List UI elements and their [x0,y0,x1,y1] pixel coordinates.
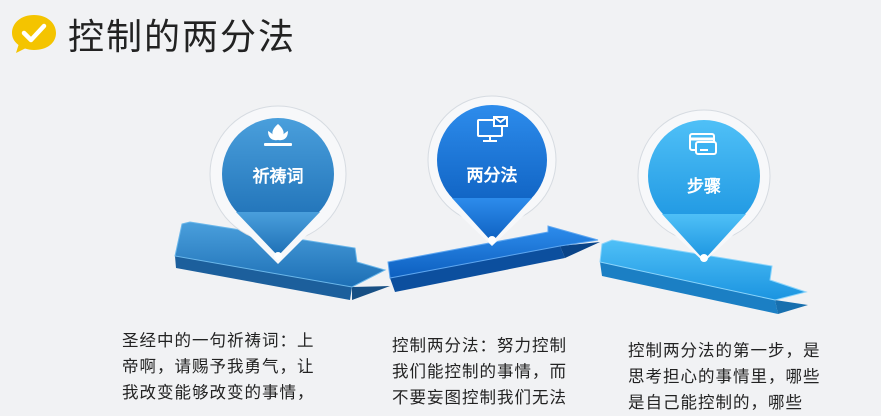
step3-description: 控制两分法的第一步，是 思考担心的事情里，哪些 是自己能控制的，哪些 [628,338,821,416]
monitor-mail-icon [477,116,508,142]
flower-icon [264,124,292,146]
step2-arrow [387,225,600,292]
card-icon [689,133,717,155]
description-line: 不要妄图控制我们无法 [392,388,567,407]
description-line: 我改变能够改变的事情， [122,383,315,402]
description-line: 思考担心的事情里，哪些 [628,367,821,386]
step3-label: 步骤 [687,176,721,197]
description-line: 我们能控制的事情，而 [392,362,567,381]
description-line: 控制两分法：努力控制 [392,336,567,355]
step3-arrow [599,239,808,314]
step1-description: 圣经中的一句祈祷词：上 帝啊，请赐予我勇气，让 我改变能够改变的事情， [122,328,315,406]
step1-label: 祈祷词 [253,166,304,187]
description-line: 圣经中的一句祈祷词：上 [122,331,315,350]
description-line: 控制两分法的第一步，是 [628,341,821,360]
page-title: 控制的两分法 [68,17,297,58]
process-diagram: 祈祷词 两分法 步骤 [174,95,808,314]
description-line: 是自己能控制的，哪些 [628,393,803,412]
step2-pin [427,95,557,246]
step2-label: 两分法 [467,165,518,186]
step1-pin [209,105,347,264]
step3-pin [637,109,771,262]
description-line: 帝啊，请赐予我勇气，让 [122,357,315,376]
chat-check-logo [12,15,56,53]
step2-description: 控制两分法：努力控制 我们能控制的事情，而 不要妄图控制我们无法 [392,333,567,411]
